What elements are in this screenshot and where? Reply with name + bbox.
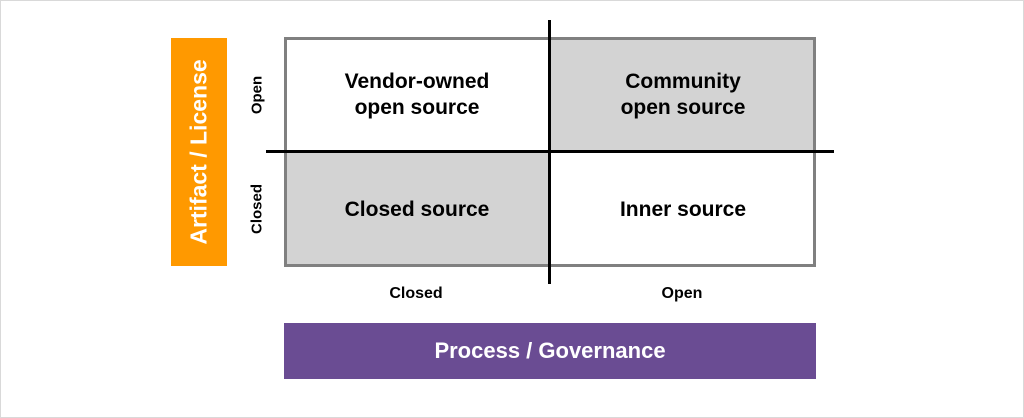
- column-label-open: Open: [661, 285, 703, 302]
- quadrant-vendor-owned-open-source: Vendor-owned open source: [284, 37, 550, 152]
- quadrant-inner-source: Inner source: [550, 152, 816, 267]
- quadrant-closed-source: Closed source: [284, 152, 550, 267]
- quadrant-matrix: Vendor-owned open source Community open …: [284, 37, 816, 267]
- y-axis-title: Artifact / License: [185, 59, 212, 245]
- row-label-open: Open: [248, 75, 266, 115]
- x-axis-title-bar: Process / Governance: [284, 323, 816, 379]
- x-axis-title: Process / Governance: [434, 338, 666, 363]
- quadrant-community-open-source: Community open source: [550, 37, 816, 152]
- column-label-closed: Closed: [389, 285, 443, 302]
- y-axis-title-bar: [171, 38, 227, 266]
- horizontal-axis-line: [266, 150, 834, 153]
- row-label-closed: Closed: [248, 183, 266, 235]
